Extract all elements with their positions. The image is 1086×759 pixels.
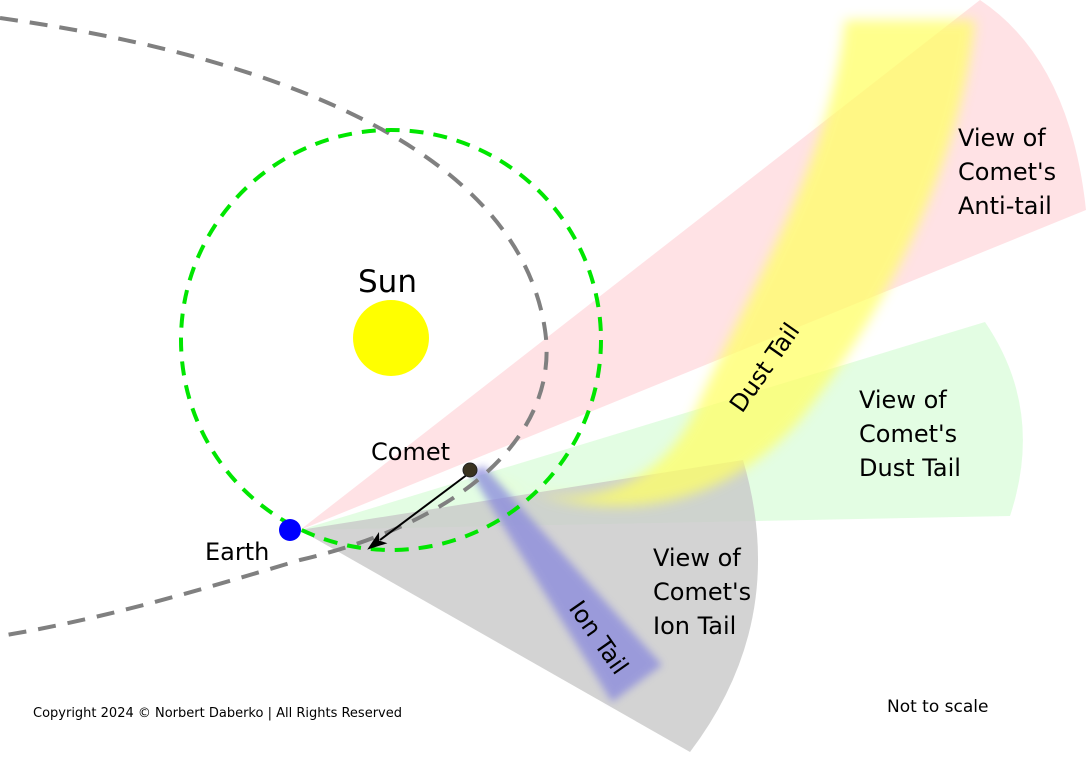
anti-tail-view-label: View of Comet's Anti-tail — [958, 124, 1056, 220]
dust-tail — [472, 20, 975, 507]
sun-label: Sun — [358, 264, 417, 300]
earth-orbit — [179, 128, 603, 552]
comet-label: Comet — [371, 438, 450, 466]
earth — [279, 519, 301, 541]
earth-label: Earth — [205, 538, 269, 566]
svg-text:Comet's: Comet's — [859, 420, 957, 448]
svg-text:Comet's: Comet's — [653, 578, 751, 606]
comet-motion-arrow — [367, 473, 469, 550]
ion-tail-view-label: View of Comet's Ion Tail — [653, 544, 751, 640]
svg-text:View of: View of — [958, 124, 1046, 152]
comet-nucleus — [462, 462, 478, 478]
svg-text:Anti-tail: Anti-tail — [958, 192, 1052, 220]
svg-text:Dust Tail: Dust Tail — [859, 454, 961, 482]
dust-tail-view-label: View of Comet's Dust Tail — [859, 386, 961, 482]
comet-orbit — [0, 16, 549, 638]
svg-text:Comet's: Comet's — [958, 158, 1056, 186]
sun — [353, 300, 429, 376]
copyright-notice: Copyright 2024 © Norbert Daberko | All R… — [33, 706, 402, 721]
scale-note: Not to scale — [887, 697, 988, 717]
svg-text:View of: View of — [653, 544, 741, 572]
svg-text:Ion Tail: Ion Tail — [653, 612, 736, 640]
svg-text:View of: View of — [859, 386, 947, 414]
ion-tail — [470, 466, 662, 702]
ion-tail-view-wedge — [300, 460, 759, 752]
